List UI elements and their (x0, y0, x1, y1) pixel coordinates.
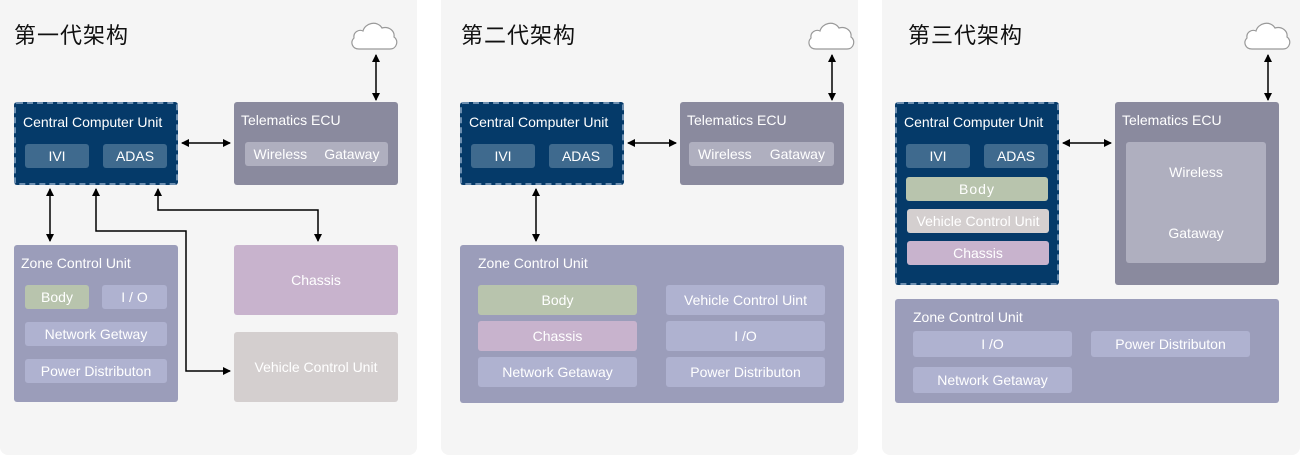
telematics-ecu: Telematics ECU Wireless Gataway (234, 102, 398, 185)
central-computer-unit: Central Computer Unit IVI ADAS (460, 102, 624, 185)
ccu-title: Central Computer Unit (904, 114, 1044, 130)
telematics-item-wireless: Wireless (698, 146, 752, 162)
ccu-item-adas: ADAS (984, 144, 1048, 168)
zone-item-body: Body (25, 285, 89, 309)
zone-item-io: I /O (913, 331, 1072, 357)
zone-item-io: I / O (102, 285, 167, 309)
zone-item-power-distribution: Power Distributon (25, 359, 167, 383)
zone-title: Zone Control Unit (478, 255, 588, 271)
telematics-title: Telematics ECU (241, 112, 341, 128)
ccu-item-ivi: IVI (471, 144, 535, 168)
central-computer-unit: Central Computer Unit IVI ADAS Body Vehi… (895, 102, 1059, 285)
zone-item-power-distribution: Power Distributon (1091, 331, 1250, 357)
zone-control-unit: Zone Control Unit I /O Power Distributon… (895, 299, 1279, 403)
zone-item-network-gateway: Network Getaway (913, 367, 1072, 393)
zone-item-body: Body (478, 285, 637, 315)
cloud-icon (1244, 22, 1291, 50)
telematics-item-wireless: Wireless (1169, 164, 1223, 181)
zone-title: Zone Control Unit (21, 255, 131, 271)
telematics-item-wireless: Wireless (253, 146, 308, 162)
zone-control-unit: Zone Control Unit Body I / O Network Get… (14, 245, 178, 402)
zone-item-io: I /O (666, 321, 825, 351)
telematics-item-gateway: Gataway (324, 146, 380, 162)
arrow-ccu-chassis (154, 188, 322, 242)
panel-gen2: 第二代架构 Central Computer Unit IVI ADAS Tel… (441, 0, 858, 455)
central-computer-unit: Central Computer Unit IVI ADAS (14, 102, 178, 185)
vehicle-control-unit-label: Vehicle Control Unit (254, 359, 378, 375)
ccu-item-chassis: Chassis (907, 241, 1049, 265)
zone-control-unit: Zone Control Unit Body Vehicle Control U… (460, 245, 844, 403)
zone-item-network-gateway: Network Getaway (478, 357, 637, 387)
panel-title: 第三代架构 (908, 24, 1024, 49)
panel-gen3: 第三代架构 Central Computer Unit IVI ADAS Bod… (882, 0, 1300, 455)
telematics-item-gateway: Gataway (1168, 224, 1224, 241)
chassis-label: Chassis (291, 272, 341, 288)
telematics-ecu: Telematics ECU Wireless Gataway (1115, 102, 1279, 285)
telematics-title: Telematics ECU (1122, 112, 1222, 128)
telematics-ecu: Telematics ECU Wireless Gataway (680, 102, 844, 185)
vehicle-control-unit: Vehicle Control Unit (234, 332, 398, 402)
zone-title: Zone Control Unit (913, 309, 1023, 325)
telematics-title: Telematics ECU (687, 112, 787, 128)
zone-item-network-gateway: Network Getway (25, 322, 167, 346)
cloud-icon (808, 22, 855, 50)
ccu-item-ivi: IVI (906, 144, 970, 168)
ccu-item-vehicle-control-unit: Vehicle Control Unit (907, 209, 1049, 233)
panel-title: 第二代架构 (461, 24, 577, 49)
zone-item-chassis: Chassis (478, 321, 637, 351)
chassis-unit: Chassis (234, 245, 398, 315)
panel-gen1: 第一代架构 Central Computer Unit IVI ADAS Tel… (0, 0, 417, 455)
ccu-item-adas: ADAS (549, 144, 613, 168)
telematics-item-gateway: Gataway (769, 146, 825, 162)
zone-item-vehicle-control-unit: Vehicle Control Uint (666, 285, 825, 315)
cloud-icon (351, 22, 398, 50)
ccu-item-adas: ADAS (103, 144, 167, 168)
ccu-item-ivi: IVI (25, 144, 89, 168)
telematics-items: Wireless Gataway (245, 142, 388, 166)
telematics-items: Wireless Gataway (1126, 142, 1266, 263)
zone-item-power-distribution: Power Distributon (666, 357, 825, 387)
ccu-item-body: Body (906, 177, 1048, 201)
ccu-title: Central Computer Unit (469, 114, 609, 130)
telematics-items: Wireless Gataway (689, 142, 834, 166)
ccu-title: Central Computer Unit (23, 114, 163, 130)
panel-title: 第一代架构 (14, 24, 130, 49)
